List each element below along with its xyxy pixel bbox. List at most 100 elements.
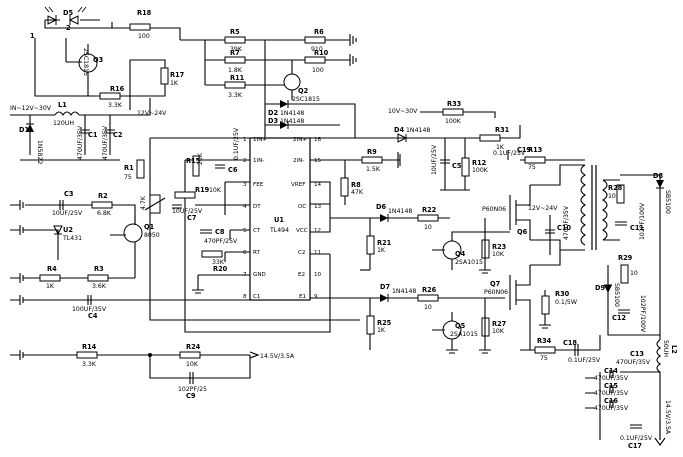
r12-value: 100K — [472, 167, 489, 174]
pin-2: 2 — [243, 158, 247, 164]
r3-label: R3 — [94, 265, 104, 273]
c14-label: C14 — [604, 367, 618, 375]
c1-label: C1 — [88, 131, 98, 139]
c8-value: 470PF/25V — [204, 238, 238, 245]
pin-14: 14 — [314, 182, 322, 188]
r34-value: 75 — [540, 355, 548, 362]
r17-value: 1K — [170, 80, 179, 87]
r10-label: R10 — [314, 49, 329, 57]
out1-label: 14.5V/3.5A — [260, 353, 295, 360]
r2-value: 6.8K — [97, 210, 112, 217]
d2-part: 1N4148 — [280, 110, 304, 117]
r30-label: R30 — [555, 290, 570, 298]
d8-label: D8 — [653, 172, 663, 180]
pin-5-name: CT — [253, 228, 261, 234]
c16-label: C16 — [604, 397, 618, 405]
r15-value: 20K — [197, 152, 204, 165]
r15-label: R15 — [186, 157, 201, 165]
pin-6: 6 — [243, 250, 247, 256]
c9-value: 102PF/25 — [178, 386, 207, 393]
c5-label: C5 — [452, 162, 462, 170]
d2-label: D2 — [268, 109, 278, 117]
c3-value: 10UF/25V — [52, 210, 83, 217]
r34-label: R34 — [537, 337, 552, 345]
c17-label: C17 — [628, 442, 642, 450]
q4-part: 2SA1015 — [455, 259, 483, 266]
pin-6-name: RT — [253, 250, 260, 256]
r19-label: R19 — [195, 186, 210, 194]
q3-part: 2SC1815 — [82, 48, 89, 76]
d3-label: D3 — [268, 117, 278, 125]
r22-label: R22 — [422, 206, 437, 214]
c18-value: 0.1UF/25V — [568, 357, 601, 364]
c5-value: 10UF/25V — [431, 144, 438, 175]
r18-label: R18 — [137, 9, 152, 17]
c12-value: 102PF/100V — [639, 295, 646, 333]
pin-9-name: E1 — [299, 294, 307, 300]
pin-15: 15 — [314, 158, 322, 164]
r13-value: 75 — [528, 164, 536, 171]
pin-10-name: E2 — [298, 272, 305, 278]
q7-label: Q7 — [490, 280, 501, 288]
r4-value: 1K — [46, 283, 55, 290]
r3-value: 3.6K — [92, 283, 107, 290]
r29-label: R29 — [618, 254, 633, 262]
v10-30-label: 10V~30V — [388, 108, 418, 115]
r17-label: R17 — [170, 71, 185, 79]
pin-4: 4 — [243, 204, 247, 210]
pin-8: 8 — [243, 294, 247, 300]
v12-24-label: 12V~24V — [137, 110, 167, 117]
q2-label: Q2 — [298, 87, 309, 95]
pin-13-name: OC — [298, 204, 306, 210]
l2-label: L2 — [670, 345, 678, 354]
c15-value: 470UF/35V — [594, 390, 629, 397]
c7-label: C7 — [187, 214, 197, 222]
c8-label: C8 — [215, 228, 225, 236]
d6-part: 1N4148 — [388, 208, 412, 215]
c19-label: C19 — [517, 146, 531, 154]
secondary-section: R28 10 C11 102PF/100V D8 SB5100 D9 SB510… — [595, 172, 678, 373]
c6-value: 0.1UF/25V — [233, 127, 240, 160]
d8-part: SB5100 — [664, 190, 671, 214]
d7-part: 1N4148 — [392, 288, 416, 295]
q7-part: P60N06 — [484, 289, 508, 296]
snubber-section: R34 75 C18 0.1UF/25V — [520, 335, 601, 364]
out2-label: 14.5V/3.5A — [664, 400, 671, 435]
r9-label: R9 — [367, 148, 377, 156]
r23-value: 10K — [492, 251, 505, 258]
c13-label: C13 — [630, 350, 644, 358]
l1-label: L1 — [58, 101, 67, 109]
l1-value: 120UH — [53, 120, 74, 127]
pin-16: 16 — [314, 137, 322, 143]
driver-upper-section: D6 1N4148 R22 10 R21 1K Q4 2SA1015 R23 1… — [330, 203, 510, 274]
d7-label: D7 — [380, 283, 390, 291]
q6-part: P60N06 — [482, 206, 506, 213]
r25-value: 1K — [377, 327, 386, 334]
bottom-output-divider: R14 3.3K R24 10K 102PF/25 C9 14.5V/3.5A — [10, 343, 295, 400]
pin-3-name: FEE — [253, 182, 264, 188]
d4-part: 1N4148 — [406, 127, 430, 134]
pin-1: 1 — [243, 137, 247, 143]
pin-1-name: 1IN+ — [253, 137, 267, 143]
q3-label: Q3 — [93, 56, 104, 64]
q2-part: 2SC1815 — [292, 96, 320, 103]
input-section: IN~12V~30V L1 120UH 12V~24V D1 1N5822 C1… — [10, 98, 167, 164]
r2-label: R2 — [98, 192, 108, 200]
v12-24b-label: 12V~24V — [528, 205, 558, 212]
r1-value: 75 — [124, 174, 132, 181]
c18-label: C18 — [563, 339, 577, 347]
c15-label: C15 — [604, 382, 618, 390]
r12-label: R12 — [472, 159, 487, 167]
c3-label: C3 — [64, 190, 74, 198]
d6-label: D6 — [376, 203, 386, 211]
pin-16-name: 2IN+ — [293, 137, 307, 143]
r33-value: 100K — [445, 118, 462, 125]
pin-12-name: VCC — [296, 228, 308, 234]
node-1: 1 — [30, 32, 35, 40]
vin-label: IN~12V~30V — [10, 105, 52, 112]
r24-value: 10K — [186, 361, 199, 368]
r28-label: R28 — [608, 184, 623, 192]
c16-value: 470UF/35V — [594, 405, 629, 412]
output-caps-section: C13 470UF/35V C14 470UF/35V C15 470UF/35… — [585, 350, 671, 450]
q1-part: 8050 — [144, 232, 160, 239]
